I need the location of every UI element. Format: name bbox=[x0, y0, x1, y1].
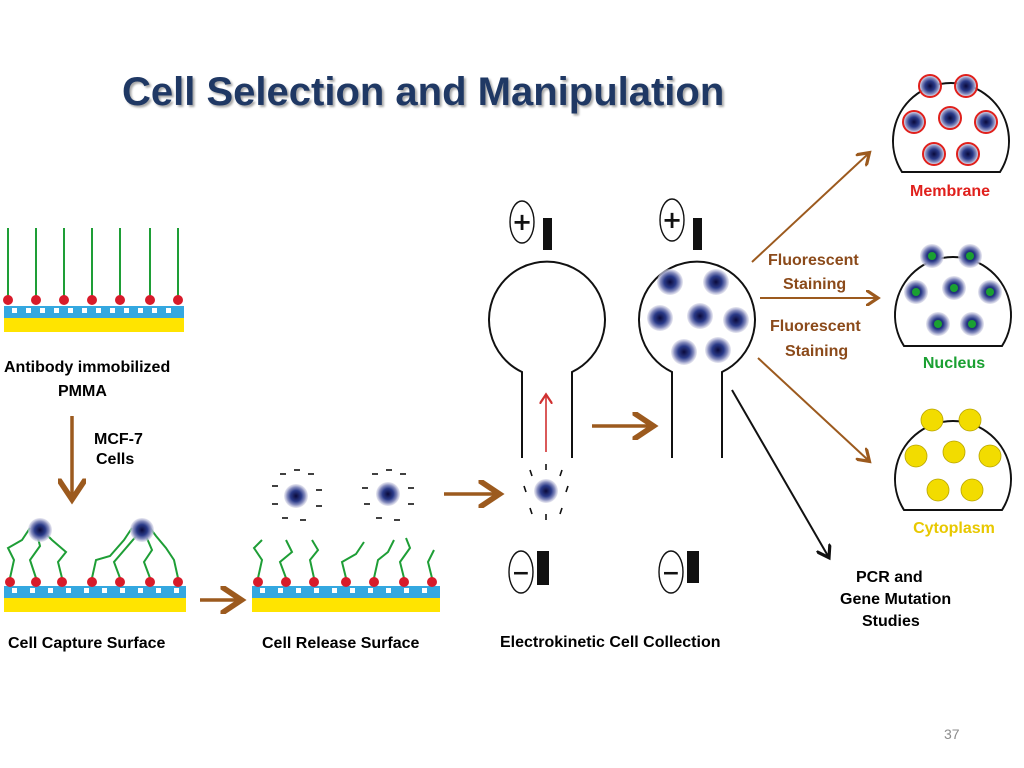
slide-title: Cell Selection and Manipulation bbox=[122, 70, 725, 114]
positive-electrode bbox=[659, 198, 685, 242]
captured-cell bbox=[28, 518, 52, 542]
staining-bottom-label-2: Staining bbox=[785, 343, 848, 360]
negative-charges bbox=[272, 469, 414, 521]
electrokinetic-label: Electrokinetic Cell Collection bbox=[500, 634, 721, 651]
positive-electrode bbox=[509, 200, 535, 244]
electrokinetic-device-filled bbox=[638, 198, 756, 594]
membrane-result bbox=[892, 74, 1010, 173]
migrating-cell bbox=[534, 479, 558, 503]
pmma-label: PMMA bbox=[58, 383, 107, 400]
electrokinetic-device-empty bbox=[488, 200, 606, 594]
gene-mutation-label: Gene Mutation bbox=[840, 591, 951, 608]
release-surface-label: Cell Release Surface bbox=[262, 635, 420, 652]
plus-sign: + bbox=[512, 208, 532, 236]
antibody-pmma-substrate bbox=[3, 228, 184, 332]
captured-cell bbox=[130, 518, 154, 542]
negative-electrode bbox=[508, 550, 534, 594]
pcr-label: PCR and bbox=[856, 569, 923, 586]
to-pcr-arrow bbox=[731, 389, 828, 556]
collected-cells bbox=[647, 269, 749, 365]
studies-label: Studies bbox=[862, 613, 920, 630]
page-number: 37 bbox=[944, 726, 960, 742]
nucleus-result bbox=[894, 244, 1012, 347]
cell-release-surface bbox=[252, 469, 440, 612]
cytoplasm-label: Cytoplasm bbox=[913, 520, 995, 537]
staining-top-label-2: Staining bbox=[783, 276, 846, 293]
nucleus-label: Nucleus bbox=[923, 355, 985, 372]
minus-sign: − bbox=[512, 561, 530, 586]
antibody-label: Antibody immobilized bbox=[4, 359, 170, 376]
cytoplasm-result bbox=[894, 408, 1012, 511]
staining-top-label: Fluorescent bbox=[768, 252, 859, 269]
negative-electrode bbox=[658, 550, 684, 594]
to-cytoplasm-arrow bbox=[757, 357, 868, 460]
staining-bottom-label: Fluorescent bbox=[770, 318, 861, 335]
to-membrane-arrow bbox=[751, 154, 868, 263]
released-cell bbox=[376, 482, 400, 506]
minus-sign: − bbox=[662, 561, 680, 586]
membrane-label: Membrane bbox=[910, 183, 990, 200]
cell-capture-surface bbox=[4, 518, 186, 612]
plus-sign: + bbox=[662, 206, 682, 234]
cells-label: Cells bbox=[96, 451, 134, 468]
capture-surface-label: Cell Capture Surface bbox=[8, 635, 165, 652]
mcf7-label: MCF-7 bbox=[94, 431, 143, 448]
released-cell bbox=[284, 484, 308, 508]
